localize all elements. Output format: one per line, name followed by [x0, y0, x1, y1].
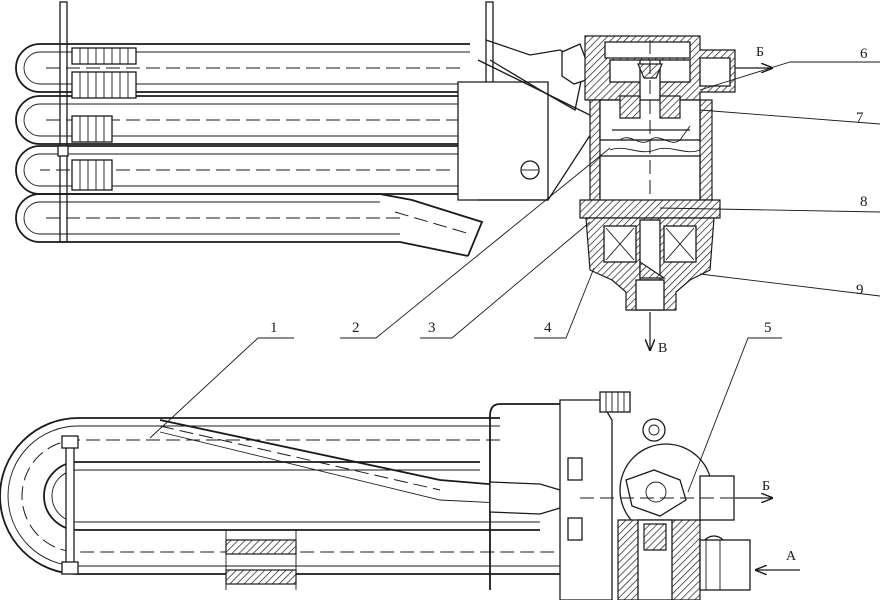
callout-4: 4 [544, 320, 552, 336]
coil-loop-1 [15, 43, 470, 93]
valve-section [579, 35, 736, 311]
fins-row-2 [71, 115, 113, 143]
label-v: В [658, 341, 667, 356]
spring [619, 125, 691, 143]
label-b-top: Б [756, 45, 764, 60]
coil-loop-3 [15, 145, 460, 195]
diagonal-pipe [159, 419, 561, 491]
pipe-clip [57, 145, 69, 157]
inlet-port-a [699, 539, 751, 591]
bracket-plate [457, 81, 549, 201]
callout-1: 1 [270, 320, 278, 336]
outlet-pipe [379, 193, 484, 257]
top-bolt [599, 391, 631, 413]
inner-loop [43, 461, 540, 531]
lower-coil-assembly [0, 403, 573, 590]
inlet-nut [561, 43, 587, 85]
callout-5: 5 [764, 320, 772, 336]
sleeve-lower [225, 569, 297, 585]
outer-loop [0, 417, 560, 575]
callout-6: 6 [860, 46, 868, 62]
left-mounting-post [59, 1, 68, 243]
callout-2: 2 [352, 320, 360, 336]
callout-3: 3 [428, 320, 436, 336]
fins-row-3 [71, 159, 113, 191]
cover-screw-top [642, 418, 666, 442]
callout-7: 7 [856, 110, 864, 126]
label-a: А [786, 549, 797, 564]
right-mounting-post [485, 1, 494, 91]
end-clip [65, 437, 75, 573]
callouts-top: 6 7 8 9 2 3 4 [340, 46, 880, 339]
coil-loop-4 [15, 193, 469, 257]
flange-joint [579, 199, 721, 219]
upper-coil-assembly [15, 1, 601, 257]
nozzle [489, 481, 561, 515]
sleeve-upper [225, 539, 297, 555]
outlet-port-v [635, 279, 665, 311]
outlet-port-b [699, 57, 731, 87]
callouts-bottom: 1 5 [149, 320, 782, 493]
fins-row-1 [71, 47, 137, 99]
label-b-lower: Б [762, 479, 770, 494]
callout-8: 8 [860, 194, 868, 210]
lower-valve-body [559, 391, 760, 600]
callout-9: 9 [856, 282, 864, 298]
coil-loop-2 [15, 95, 470, 145]
